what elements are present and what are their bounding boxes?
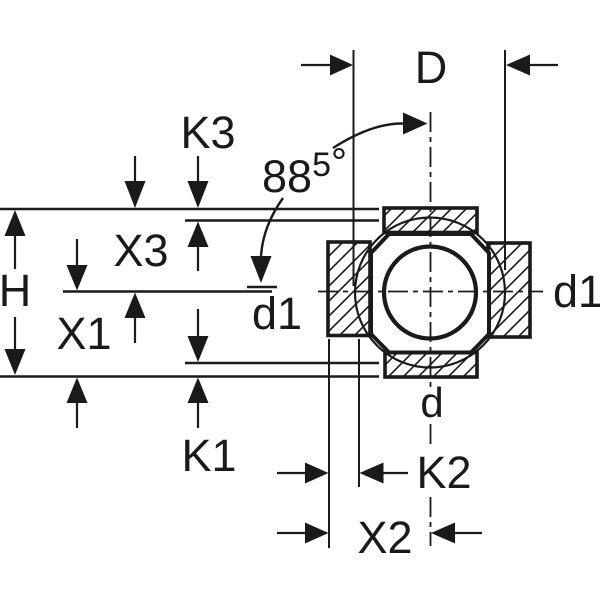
- arrow-left-icon: [359, 462, 384, 484]
- dimension-K1: [187, 309, 209, 428]
- label-K3: K3: [180, 107, 235, 158]
- reference-lines: [0, 207, 379, 378]
- arrow-up-icon: [187, 221, 209, 247]
- arrow-right-icon: [305, 522, 329, 544]
- angle-degree-sign: °: [331, 141, 347, 185]
- angle-annotation: [247, 112, 428, 289]
- label-H: H: [0, 265, 31, 316]
- label-d: d: [420, 379, 443, 426]
- label-angle: 885°: [262, 141, 347, 202]
- dimension-X1: [66, 239, 88, 428]
- arrow-right-icon: [403, 112, 428, 135]
- arrow-right-icon: [330, 54, 353, 76]
- angle-arc-leader: [332, 122, 404, 150]
- label-D: D: [415, 42, 448, 93]
- label-X1: X1: [56, 308, 111, 359]
- dimension-D: [301, 54, 558, 76]
- label-X2: X2: [357, 512, 412, 563]
- arrow-up-icon: [66, 377, 88, 403]
- arrow-right-icon: [305, 462, 329, 484]
- dimension-H: [4, 210, 26, 375]
- angle-leader-curve: [259, 197, 284, 257]
- dimension-X2: [277, 522, 482, 544]
- arrow-left-icon: [506, 54, 530, 76]
- centerlines: [318, 112, 543, 546]
- label-K1: K1: [181, 430, 236, 481]
- arrow-down-icon: [250, 256, 272, 283]
- dimension-X3: [124, 156, 146, 343]
- arrow-down-icon: [187, 181, 209, 208]
- arrow-down-icon: [124, 181, 146, 208]
- arrow-up-icon: [187, 377, 209, 403]
- dimension-K2: [277, 462, 408, 484]
- label-K2: K2: [416, 447, 471, 498]
- arrow-up-icon: [4, 210, 26, 236]
- arrow-down-icon: [187, 336, 209, 362]
- arrow-down-icon: [4, 349, 26, 375]
- label-d1-right: d1: [553, 266, 600, 317]
- arrow-down-icon: [66, 265, 88, 291]
- angle-superscript: 5: [312, 146, 331, 184]
- arrow-up-icon: [124, 292, 146, 318]
- dimension-K3: [187, 156, 209, 271]
- arrow-left-icon: [431, 522, 455, 544]
- label-d1-left: d1: [252, 288, 302, 339]
- label-X3: X3: [113, 225, 168, 276]
- right-socket-section: [486, 241, 532, 339]
- angle-base: 88: [262, 151, 312, 202]
- extension-lines: [328, 50, 506, 548]
